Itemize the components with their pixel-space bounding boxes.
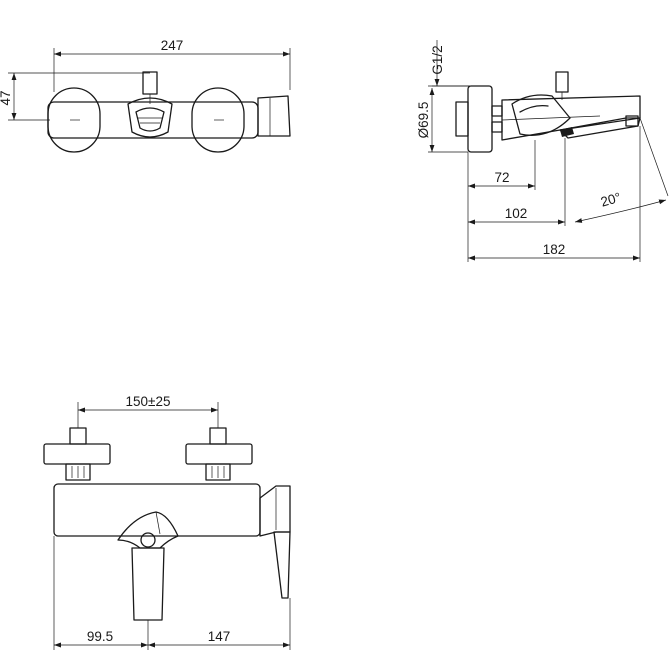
right-flange-front — [185, 443, 253, 465]
top-view: 247 47 — [0, 38, 291, 153]
front-view: 150±25 99.5 — [43, 394, 291, 650]
right-connector-front — [209, 427, 227, 445]
dim-label-247: 247 — [161, 38, 184, 53]
left-flange-front — [43, 443, 111, 465]
mixer-body-side — [501, 95, 641, 141]
dim-arc-angle — [574, 199, 667, 223]
dim-label-102: 102 — [505, 206, 528, 221]
dim-label-left: 99.5 — [87, 629, 113, 644]
lever-base-top — [127, 97, 173, 138]
dim-label-angle: 20° — [599, 190, 623, 210]
lever-handle-front — [131, 547, 165, 621]
dim-label-47: 47 — [0, 90, 13, 105]
outlet-top — [257, 95, 291, 137]
dim-label-g12: G1/2 — [430, 45, 445, 74]
side-view: G1/2 Ø69.5 72 102 — [416, 40, 669, 262]
dim-label-diameter: Ø69.5 — [416, 102, 431, 139]
right-wall-knob-top — [191, 87, 245, 153]
dim-label-centers: 150±25 — [126, 394, 171, 409]
outlet-side — [559, 117, 641, 139]
lever-handle-side — [555, 71, 569, 93]
dim-label-72: 72 — [494, 170, 509, 185]
lever-handle-top — [142, 71, 158, 95]
lever-side — [511, 94, 571, 136]
mixer-body-front — [53, 483, 261, 537]
lever-base-front — [117, 511, 179, 549]
wall-flange-side — [467, 85, 493, 153]
left-connector-front — [69, 427, 87, 445]
dim-label-right: 147 — [208, 629, 231, 644]
dim-label-182: 182 — [543, 242, 566, 257]
diverter-lever-front — [273, 531, 291, 599]
outlet-front — [259, 485, 291, 537]
